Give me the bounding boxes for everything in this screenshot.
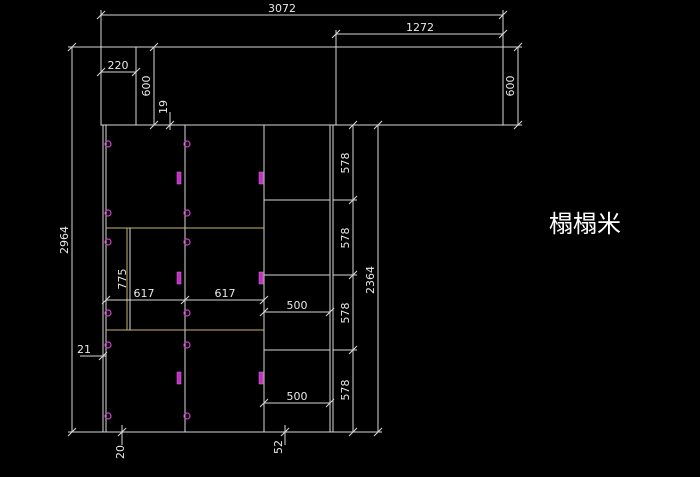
hinge-icon	[183, 309, 191, 317]
dim-top-left-width: 220	[108, 59, 129, 72]
dim-gap: 19	[157, 100, 170, 114]
handle-icon	[258, 171, 264, 185]
dimension-labels: 3072 1272 220 600 19 600 2964 2364 578 5…	[58, 2, 517, 459]
handle-icon	[258, 271, 264, 285]
dim-door-width-right: 617	[215, 287, 236, 300]
dim-door-height: 775	[116, 269, 129, 290]
dim-shelf-3: 578	[339, 303, 352, 324]
dim-shelf-1: 578	[339, 153, 352, 174]
dim-right-width: 1272	[406, 21, 434, 34]
dim-shelf-2: 578	[339, 228, 352, 249]
hinge-icon	[183, 412, 191, 420]
handle-icon	[176, 171, 182, 185]
hinge-icon	[104, 209, 112, 217]
dim-top-right-height: 600	[504, 76, 517, 97]
hinge-icon	[104, 140, 112, 148]
cabinet-outline	[100, 46, 504, 433]
dim-drawer-width-2: 500	[287, 390, 308, 403]
dim-total-height: 2964	[58, 226, 71, 254]
hinge-icon	[183, 238, 191, 246]
dim-door-width-left: 617	[134, 287, 155, 300]
dim-top-left-height: 600	[140, 76, 153, 97]
hinge-icon	[183, 341, 191, 349]
hinge-icon	[104, 238, 112, 246]
hinge-icon	[183, 209, 191, 217]
hinge-icon	[104, 309, 112, 317]
dim-side-thickness: 21	[77, 343, 91, 356]
handle-icon	[176, 371, 182, 385]
dim-right-height: 2364	[364, 266, 377, 294]
dim-bottom-left: 20	[114, 445, 127, 459]
handle-icon	[258, 371, 264, 385]
drawing-title: 榻榻米	[549, 210, 621, 238]
dim-overall-width: 3072	[268, 2, 296, 15]
dimension-lines	[67, 10, 523, 445]
panel-lines	[106, 227, 330, 404]
dim-bottom-mid: 52	[272, 440, 285, 454]
handle-icon	[176, 271, 182, 285]
hardware	[104, 140, 264, 420]
dim-shelf-4: 578	[339, 380, 352, 401]
hinge-icon	[104, 412, 112, 420]
hinge-icon	[104, 341, 112, 349]
hinge-icon	[183, 140, 191, 148]
dim-drawer-width-1: 500	[287, 299, 308, 312]
